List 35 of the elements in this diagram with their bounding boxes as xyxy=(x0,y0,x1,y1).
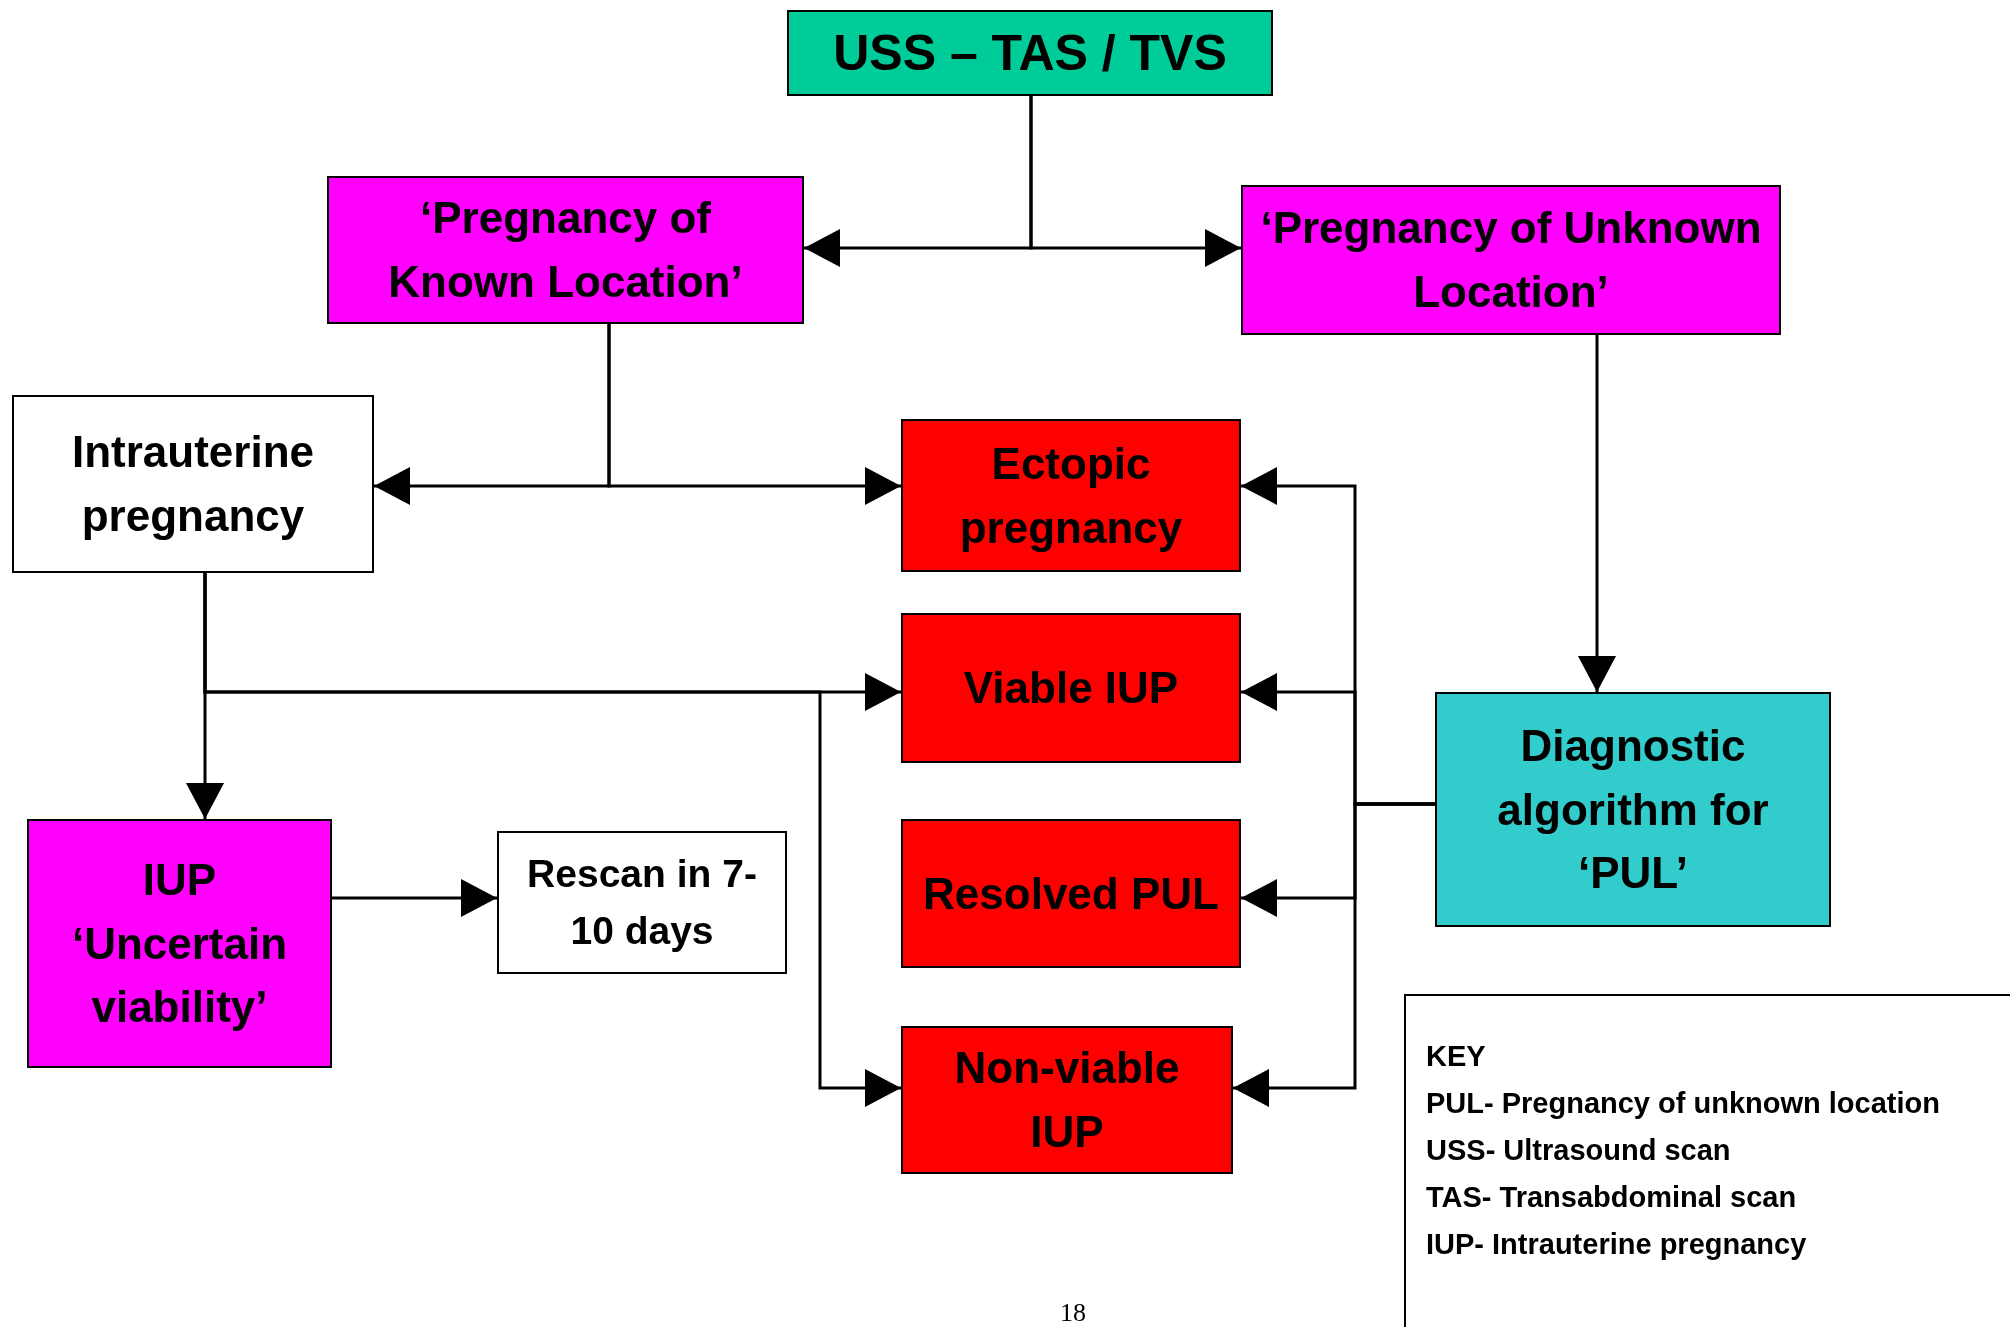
box-label: Resolved PUL xyxy=(923,867,1219,920)
box-label: USS – TAS / TVS xyxy=(833,23,1227,83)
arrow xyxy=(1233,802,1435,1107)
key-entry: PUL- Pregnancy of unknown location xyxy=(1426,1087,1941,1120)
process-box xyxy=(1435,692,1831,927)
box-label: Intrauterine pregnancy xyxy=(70,426,315,542)
process-box xyxy=(787,10,1273,96)
process-box xyxy=(1241,185,1781,335)
process-box xyxy=(497,831,787,974)
process-box xyxy=(901,1026,1233,1174)
box-label: IUP xyxy=(142,853,217,906)
process-box xyxy=(901,819,1241,968)
process-box xyxy=(12,395,374,573)
key-entry: IUP- Intrauterine pregnancy xyxy=(1426,1228,1808,1261)
box-label: ‘Uncertain viability’ xyxy=(70,917,289,1034)
key-entry: KEY xyxy=(1426,1040,1487,1073)
process-box xyxy=(27,819,332,1068)
arrow xyxy=(1029,96,1241,267)
arrow xyxy=(332,879,497,917)
process-box xyxy=(901,613,1241,763)
arrow xyxy=(607,324,901,505)
process-box xyxy=(901,419,1241,572)
box-label: ‘Pregnancy of Known Location’ xyxy=(387,192,744,308)
arrow xyxy=(1578,335,1616,692)
process-box xyxy=(327,176,804,324)
box-label: ‘Pregnancy of Unknown Location’ xyxy=(1259,202,1763,318)
box-label: Ectopic pregnancy xyxy=(958,437,1184,554)
key-entry: USS- Ultrasound scan xyxy=(1426,1134,1732,1167)
page-number: 18 xyxy=(1060,1298,1086,1327)
arrow xyxy=(203,573,901,1107)
box-label: Rescan in 7-10 days xyxy=(526,850,758,954)
box-label: Viable IUP xyxy=(963,662,1179,715)
key-entry: TAS- Transabdominal scan xyxy=(1426,1181,1798,1214)
box-label: Non-viable IUP xyxy=(953,1042,1181,1158)
box-label: Diagnostic algorithm for ‘PUL’ xyxy=(1496,719,1770,900)
